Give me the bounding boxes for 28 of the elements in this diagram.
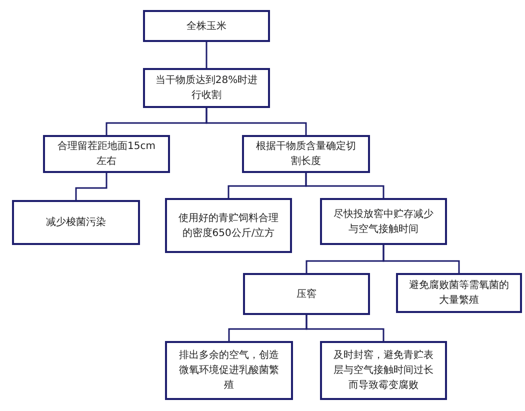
box-text: 当干物质达到28%时进行收割 <box>154 74 259 103</box>
box-text: 全株玉米 <box>186 20 226 34</box>
connector-line <box>306 315 384 341</box>
connector-line <box>75 173 108 200</box>
process-box <box>165 341 293 400</box>
process-box <box>242 135 370 173</box>
box-text: 及时封窖，避免青贮表层与空气接触时间过长而导致霉变腐败 <box>332 348 434 393</box>
box-text: 排出多余的空气，创造微氧环境促进乳酸菌繁殖 <box>178 348 280 393</box>
process-box <box>43 135 170 173</box>
process-box <box>143 68 270 108</box>
connector-line <box>206 42 208 68</box>
box-text: 合理留茬距地面15cm左右 <box>56 140 156 169</box>
connector-line <box>206 108 307 135</box>
box-text: 避免腐败菌等需氧菌的大量繁殖 <box>408 278 510 308</box>
box-text: 压窖 <box>296 288 316 302</box>
connector-line <box>382 245 460 273</box>
process-box <box>320 341 447 400</box>
box-text: 尽快投放窖中贮存减少与空气接触时间 <box>332 208 434 236</box>
process-box <box>243 273 370 315</box>
process-box <box>143 10 270 42</box>
process-box <box>396 273 522 313</box>
process-box <box>320 198 447 245</box>
process-box <box>165 198 292 253</box>
connector-line <box>305 173 384 198</box>
process-box <box>12 200 140 245</box>
box-text: 根据干物质含量确定切割长度 <box>255 140 357 169</box>
box-text: 减少梭菌污染 <box>46 216 106 230</box>
box-text: 使用好的青贮饲料合理的密度650公斤/立方 <box>178 212 280 240</box>
